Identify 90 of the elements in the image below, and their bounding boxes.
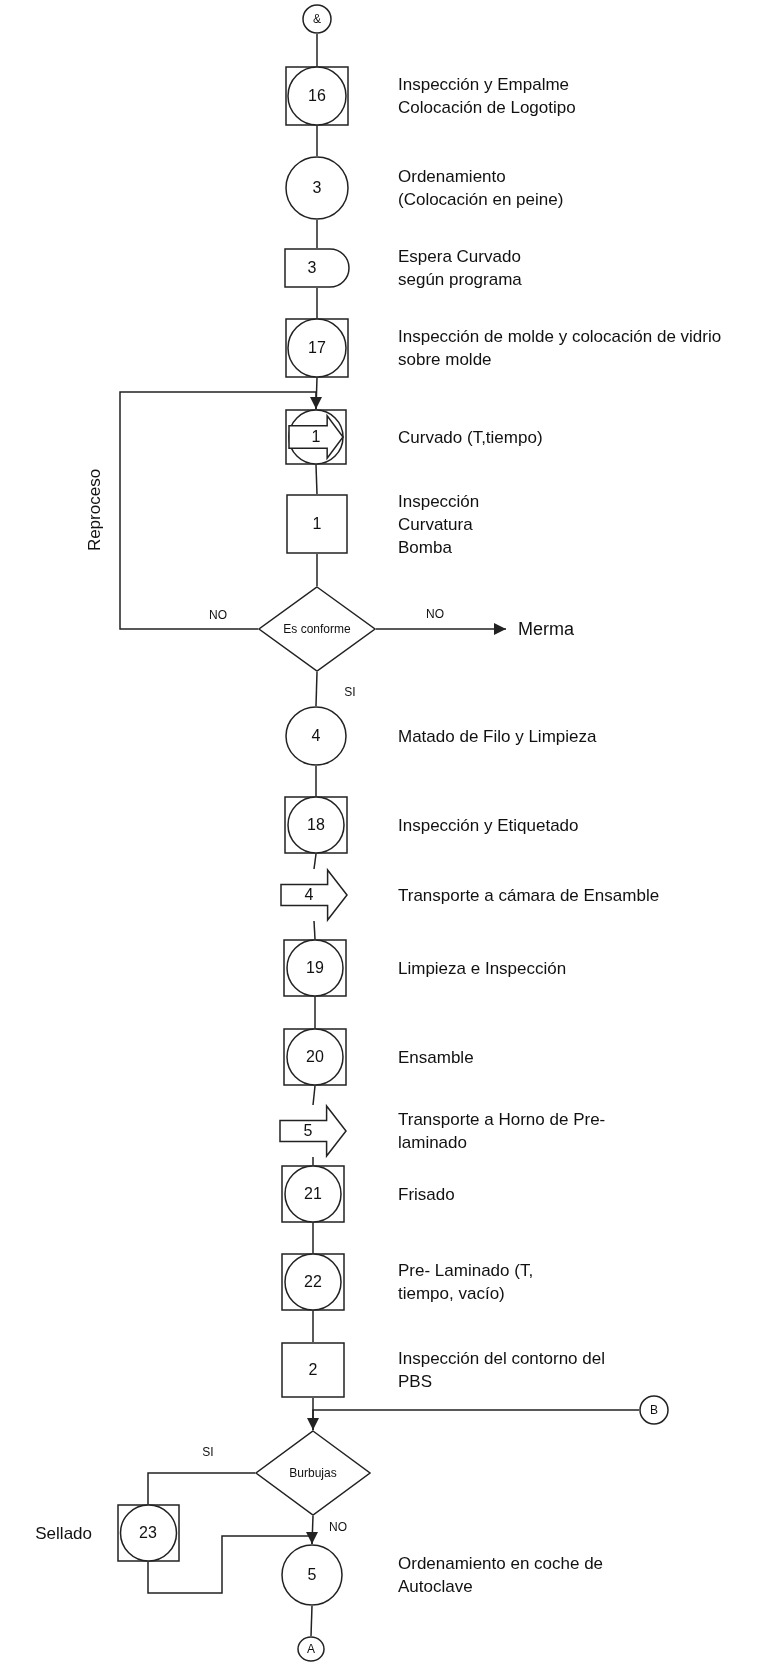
arrow [147,1532,318,1594]
operation-transport-symbol [285,409,347,465]
operation-inspection-symbol [284,796,348,854]
step-description: Inspección Curvatura Bomba [398,490,481,559]
step-number: 5 [303,1122,313,1140]
connector-line [316,125,318,157]
arrow [375,623,507,635]
edge-label: NO [208,608,228,622]
step-number: 20 [306,1048,324,1066]
connector-line [315,671,318,707]
step-description: Limpieza e Inspección [398,957,568,980]
connector-letter: A [307,1642,315,1656]
transport-arrow-symbol [279,1105,347,1157]
operation-inspection-symbol [116,1504,180,1562]
step-number: 1 [312,515,322,533]
step-number: 1 [311,428,321,446]
edge-label: NO [425,607,445,621]
step-description: Ensamble [398,1046,475,1069]
connector-line [316,33,318,67]
operation-inspection-symbol [281,1253,345,1311]
step-number: 2 [308,1361,318,1379]
operation-inspection-symbol [285,318,349,378]
step-description: Matado de Filo y Limpieza [398,725,598,748]
step-number: 23 [139,1524,157,1542]
operation-circle [281,1544,343,1606]
connector-line [312,1310,314,1343]
step-description: Inspección y Empalme Colocación de Logotipo [398,74,577,119]
connector-line [313,920,316,940]
step-description: Inspección y Etiquetado [398,814,580,837]
connector-line [312,1222,314,1254]
step-description: Ordenamiento en coche de Autoclave [398,1553,605,1598]
operation-circle [285,706,347,766]
arrow [307,1409,640,1431]
connector-letter: & [313,12,321,26]
side-label: Reproceso [85,468,105,552]
decision-diamond [255,1430,371,1516]
edge-label: SI [343,685,357,699]
step-description: Frisado [398,1183,456,1206]
connector-line [147,1472,256,1505]
step-number: 5 [307,1566,317,1584]
step-description: Transporte a cámara de Ensamble [398,884,661,907]
step-number: 18 [307,816,325,834]
connector-line [314,996,316,1029]
connector-line [316,219,318,249]
connector-circle [302,4,332,34]
connector-circle [639,1395,669,1425]
operation-inspection-symbol [283,1028,347,1086]
operation-inspection-symbol [281,1165,345,1223]
step-number: 19 [306,959,324,977]
step-number: 22 [304,1273,322,1291]
step-description: Espera Curvado según programa [398,246,523,291]
connector-line [315,765,317,797]
step-description: Inspección de molde y colocación de vidrio sobre molde [398,326,723,371]
edge-label: NO [328,1520,348,1534]
connector-line [312,1085,316,1106]
arrow [119,391,322,630]
step-description: Inspección del contorno del PBS [398,1348,606,1393]
inspection-square [281,1342,345,1398]
step-description: Pre- Laminado (T, tiempo, vacío) [398,1260,535,1305]
delay-symbol [284,248,350,288]
decision-text: Burbujas [289,1466,337,1480]
operation-inspection-symbol [283,939,347,997]
decision-diamond [258,586,376,672]
step-description: Ordenamiento (Colocación en peine) [398,166,565,211]
decision-text: Es conforme [283,622,351,636]
step-number: 17 [308,339,326,357]
step-number: 4 [311,727,321,745]
edge-label: SI [201,1445,215,1459]
inspection-square [286,494,348,554]
connector-line [312,1156,314,1166]
step-number: 3 [307,259,317,277]
end-text: Merma [518,620,574,638]
transport-arrow-symbol [280,869,348,921]
step-number: 21 [304,1185,322,1203]
connector-line [316,287,318,319]
connector-line [311,1515,314,1545]
operation-circle [285,156,349,220]
step-number: 3 [312,179,322,197]
connector-letter: B [650,1403,658,1417]
step-description: Curvado (T,tiempo) [398,426,544,449]
operation-inspection-symbol [285,66,349,126]
connector-circle [297,1636,325,1662]
step-description: Sellado [34,1522,92,1545]
connector-line [310,1605,313,1637]
connector-line [315,464,318,495]
step-number: 16 [308,87,326,105]
connector-line [316,553,318,587]
step-number: 4 [304,886,314,904]
connector-line [313,853,317,870]
step-description: Transporte a Horno de Pre-laminado [398,1109,607,1154]
